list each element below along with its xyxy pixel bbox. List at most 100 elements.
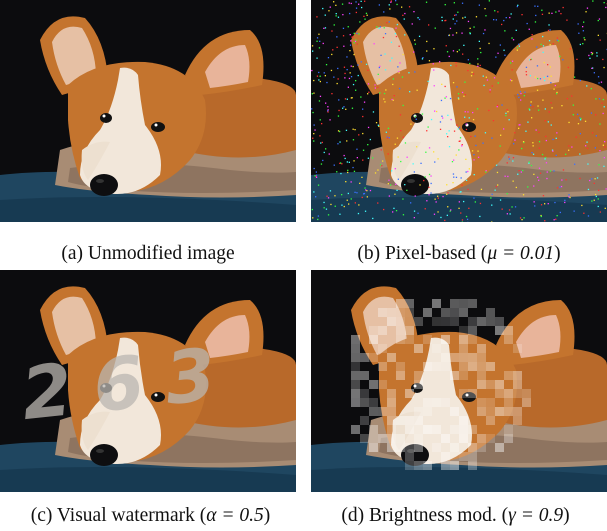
brightness-block xyxy=(459,362,468,371)
noise-pixel xyxy=(475,144,477,147)
noise-pixel xyxy=(422,57,424,59)
noise-pixel xyxy=(340,172,342,175)
brightness-block xyxy=(504,425,513,434)
noise-pixel xyxy=(345,129,348,131)
noise-pixel xyxy=(452,50,455,52)
noise-pixel xyxy=(482,32,485,35)
noise-pixel xyxy=(439,121,442,123)
noise-pixel xyxy=(446,214,448,216)
noise-pixel xyxy=(577,23,579,25)
noise-pixel xyxy=(317,184,320,186)
noise-pixel xyxy=(458,140,460,142)
brightness-block xyxy=(486,416,495,425)
brightness-block xyxy=(486,308,495,317)
brightness-block xyxy=(450,443,459,452)
brightness-block xyxy=(441,461,450,470)
noise-pixel xyxy=(406,156,408,158)
noise-pixel xyxy=(595,195,597,198)
noise-pixel xyxy=(594,147,596,149)
noise-pixel xyxy=(338,109,340,112)
noise-pixel xyxy=(364,210,367,212)
noise-pixel xyxy=(347,169,349,171)
noise-pixel xyxy=(547,121,549,123)
brightness-block xyxy=(459,344,468,353)
noise-pixel xyxy=(323,72,325,74)
noise-pixel xyxy=(569,48,571,50)
brightness-block xyxy=(522,398,531,407)
dog-image-pixel-noise xyxy=(311,0,607,222)
noise-pixel xyxy=(353,160,355,162)
brightness-block xyxy=(468,461,477,470)
noise-pixel xyxy=(343,205,345,208)
noise-pixel xyxy=(485,15,487,17)
noise-pixel xyxy=(572,104,574,106)
noise-pixel xyxy=(512,157,515,159)
noise-pixel xyxy=(541,13,544,15)
noise-pixel xyxy=(340,162,342,164)
noise-pixel xyxy=(550,124,552,126)
noise-pixel xyxy=(335,13,337,15)
noise-pixel xyxy=(350,76,353,78)
noise-pixel xyxy=(358,33,360,35)
noise-pixel xyxy=(395,183,397,185)
noise-pixel xyxy=(461,144,463,146)
noise-pixel xyxy=(544,220,546,222)
noise-pixel xyxy=(465,128,468,131)
noise-pixel xyxy=(414,71,416,73)
noise-pixel xyxy=(369,138,371,141)
noise-pixel xyxy=(446,184,448,186)
brightness-block xyxy=(504,371,513,380)
noise-pixel xyxy=(579,177,581,180)
noise-pixel xyxy=(556,37,559,39)
noise-pixel xyxy=(523,141,525,144)
brightness-block xyxy=(423,308,432,317)
noise-pixel xyxy=(452,82,455,84)
noise-pixel xyxy=(485,171,487,173)
noise-pixel xyxy=(464,116,466,118)
noise-pixel xyxy=(324,75,326,77)
noise-pixel xyxy=(339,141,341,143)
noise-pixel xyxy=(434,198,436,200)
noise-pixel xyxy=(562,59,564,61)
noise-pixel xyxy=(327,111,329,113)
brightness-block xyxy=(504,434,513,443)
noise-pixel xyxy=(397,156,399,158)
noise-pixel xyxy=(598,164,600,166)
noise-pixel xyxy=(445,45,447,47)
brightness-block xyxy=(405,443,414,452)
noise-pixel xyxy=(491,137,493,139)
noise-pixel xyxy=(368,91,370,93)
noise-pixel xyxy=(383,27,385,29)
noise-pixel xyxy=(345,108,347,110)
noise-pixel xyxy=(363,15,365,17)
brightness-block xyxy=(405,335,414,344)
noise-pixel xyxy=(358,204,360,206)
noise-pixel xyxy=(330,203,332,206)
brightness-block xyxy=(477,371,486,380)
noise-pixel xyxy=(536,65,539,67)
noise-pixel xyxy=(351,36,353,38)
brightness-block xyxy=(468,335,477,344)
brightness-block xyxy=(459,389,468,398)
noise-pixel xyxy=(402,53,404,56)
noise-pixel xyxy=(523,217,525,219)
noise-pixel xyxy=(447,114,449,116)
noise-pixel xyxy=(408,72,410,74)
brightness-block xyxy=(387,317,396,326)
noise-pixel xyxy=(395,210,398,212)
noise-pixel xyxy=(603,66,605,69)
noise-pixel xyxy=(491,193,493,195)
noise-pixel xyxy=(580,117,582,120)
noise-pixel xyxy=(372,157,374,159)
noise-pixel xyxy=(547,29,550,32)
noise-pixel xyxy=(530,164,533,167)
noise-pixel xyxy=(596,177,599,179)
brightness-block xyxy=(396,371,405,380)
brightness-block xyxy=(405,452,414,461)
noise-pixel xyxy=(519,124,521,126)
noise-pixel xyxy=(464,111,466,113)
noise-pixel xyxy=(417,212,419,214)
noise-pixel xyxy=(595,114,597,116)
noise-pixel xyxy=(586,141,588,143)
noise-pixel xyxy=(534,76,536,78)
